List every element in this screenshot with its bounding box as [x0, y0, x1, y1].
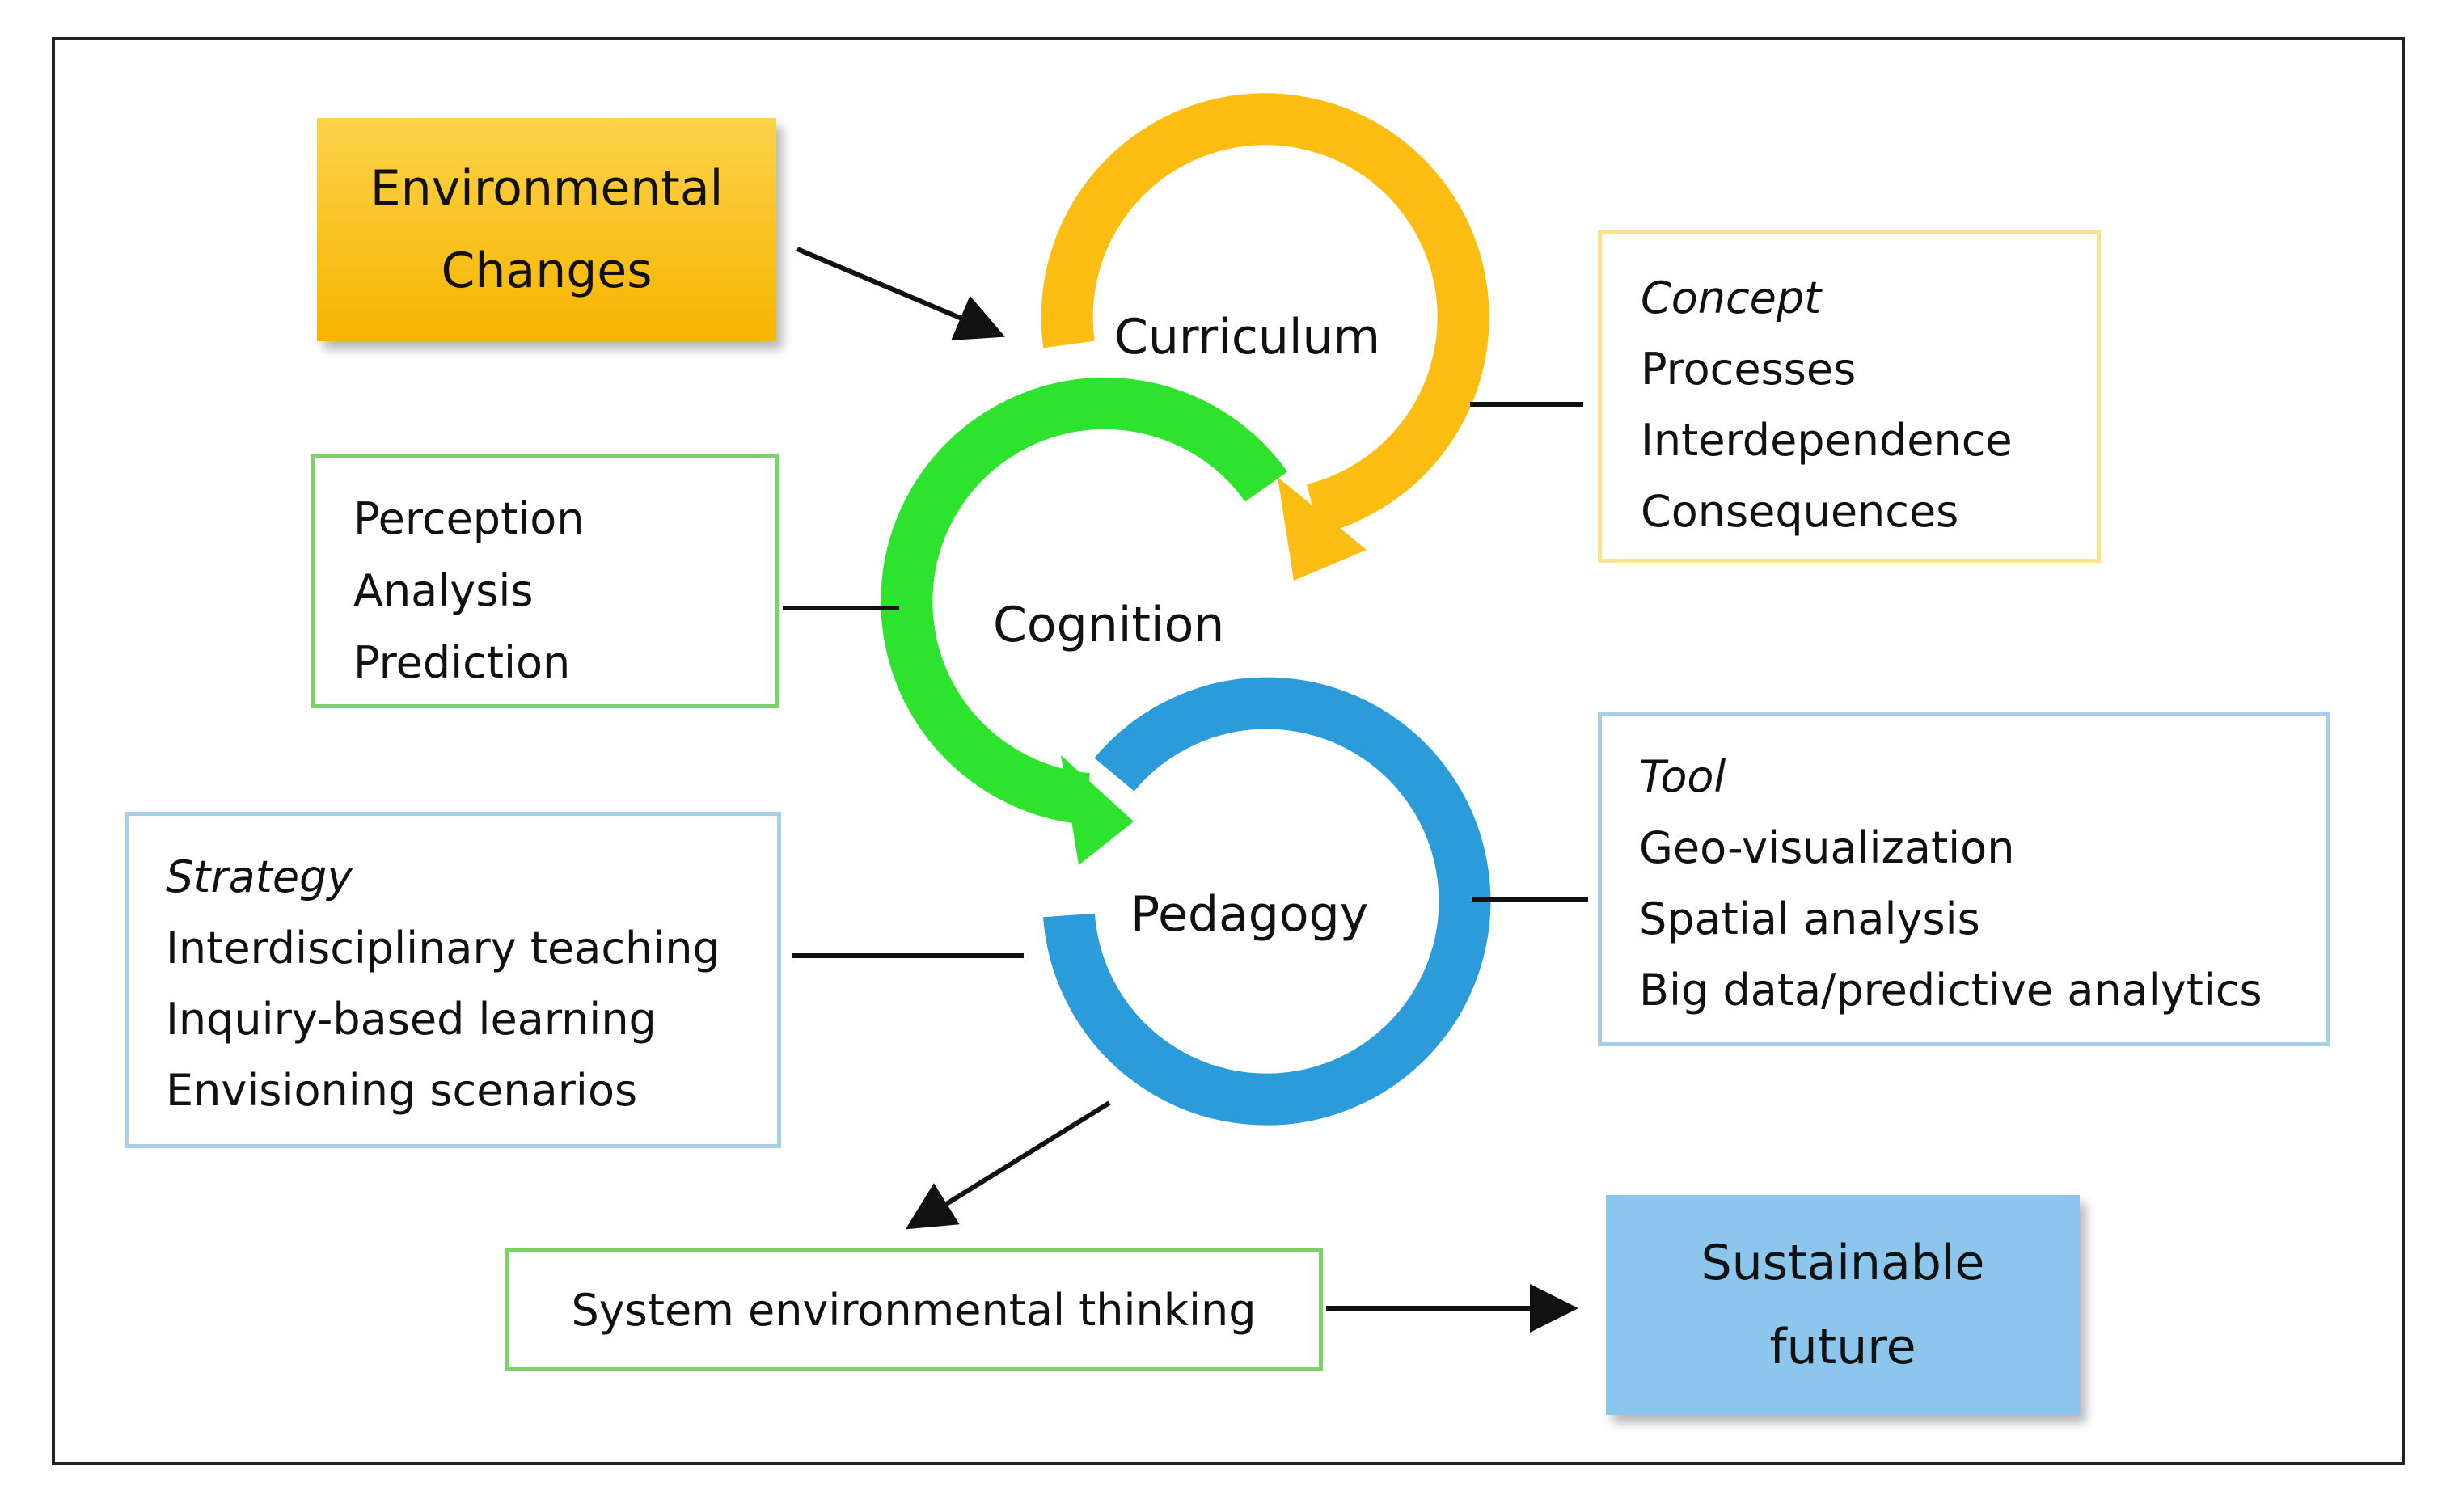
cognition-label: Cognition [993, 597, 1225, 653]
diagram-frame [52, 37, 2405, 1465]
concept-box: Concept Processes Interdependence Conseq… [1598, 230, 2101, 563]
curriculum-ring [1041, 93, 1489, 535]
tool-heading: Tool [1639, 751, 1726, 802]
future-line2: future [1769, 1319, 1916, 1375]
curriculum-label: Curriculum [1114, 309, 1381, 365]
environmental-changes-box: Environmental Changes [317, 118, 776, 341]
curriculum-arrowhead [1278, 477, 1367, 581]
strategy-heading: Strategy [166, 851, 353, 902]
future-line1: Sustainable [1701, 1235, 1985, 1291]
cognition-ring [881, 377, 1288, 825]
system-thinking-box: System environmental thinking [505, 1248, 1323, 1371]
strategy-item: Inquiry-based learning [166, 994, 657, 1045]
tool-item: Geo-visualization [1639, 822, 2015, 873]
pedagogy-ring [1043, 677, 1491, 1126]
strategy-item: Interdisciplinary teaching [166, 923, 720, 974]
system-thinking-label: System environmental thinking [571, 1284, 1257, 1336]
cognition-box: Perception Analysis Prediction [311, 454, 779, 708]
arrow-env-to-curriculum [796, 247, 1006, 340]
concept-item: Processes [1641, 344, 1857, 395]
sustainable-future-box: Sustainable future [1606, 1195, 2080, 1415]
env-title-line1: Environmental [370, 160, 724, 217]
concept-item: Consequences [1641, 486, 1959, 537]
strategy-box: Strategy Interdisciplinary teaching Inqu… [125, 812, 781, 1148]
strategy-item: Envisioning scenarios [166, 1065, 638, 1116]
cognition-arrowhead [1061, 755, 1134, 865]
concept-item: Interdependence [1641, 415, 2013, 466]
cognition-item: Analysis [353, 565, 534, 616]
arrow-pedagogy-to-system [905, 1100, 1111, 1230]
env-title-line2: Changes [441, 243, 653, 299]
pedagogy-label: Pedagogy [1130, 886, 1369, 943]
tool-item: Spatial analysis [1639, 893, 1980, 944]
concept-heading: Concept [1641, 272, 1822, 323]
cognition-item: Prediction [353, 637, 571, 688]
tool-box: Tool Geo-visualization Spatial analysis … [1598, 712, 2330, 1046]
cognition-item: Perception [353, 493, 585, 544]
tool-item: Big data/predictive analytics [1639, 965, 2262, 1016]
